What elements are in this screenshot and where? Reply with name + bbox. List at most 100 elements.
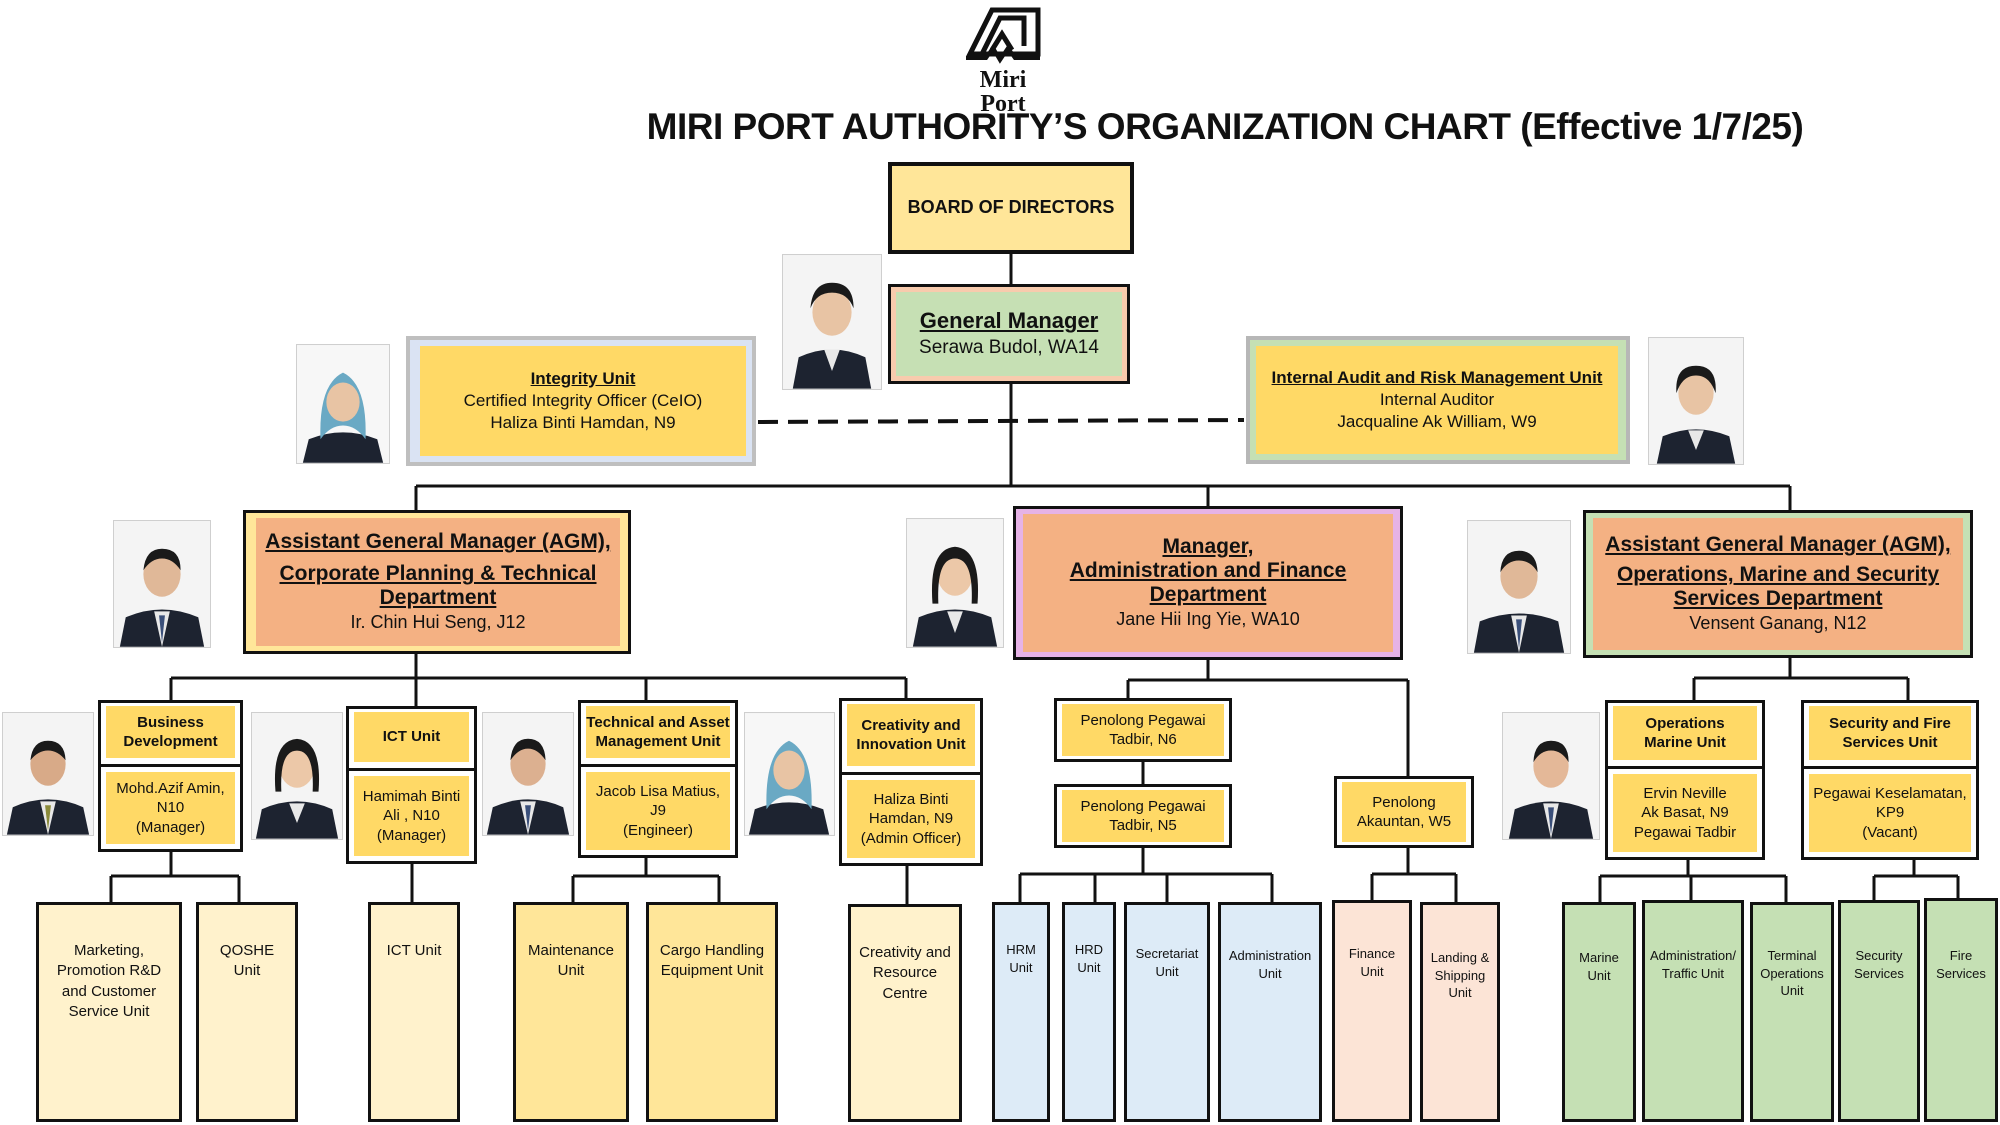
- leaf-label-line: Resource: [872, 964, 938, 982]
- integrity-unit-box: Integrity Unit Certified Integrity Offic…: [420, 346, 746, 456]
- leaf-label-line: Promotion R&D: [56, 962, 162, 980]
- unit-person-line: Penolong Pegawai: [1080, 797, 1206, 815]
- unit-divider: [1605, 766, 1765, 769]
- leaf-label-line: Marketing,: [73, 942, 144, 959]
- board-of-directors-box: BOARD OF DIRECTORS: [888, 162, 1134, 254]
- unit-person-line: Hamdan, N9: [868, 810, 954, 828]
- unit-person-line: N10: [156, 799, 185, 817]
- person-photo-icon: [907, 519, 1003, 647]
- leaf-cargo-handling-unit: Cargo Handling Equipment Unit: [646, 902, 778, 1122]
- leaf-label-line: ICT Unit: [386, 942, 442, 959]
- unit-title-line: Innovation Unit: [856, 736, 966, 753]
- unit-person-line: Ervin Neville: [1643, 784, 1727, 802]
- dept-line-3: Department: [379, 586, 497, 610]
- leaf-label: Security Services: [1854, 947, 1904, 982]
- leaf-label-line: Unit: [1155, 963, 1179, 979]
- unit-person-line: Tadbir, N5: [1109, 817, 1177, 834]
- unit-divider: [98, 764, 243, 767]
- unit-person-line: J9: [650, 802, 666, 820]
- leaf-creativity-resource-centre: Creativity and Resource Centre: [848, 904, 962, 1122]
- dept-head-name: Jane Hii Ing Yie, WA10: [1116, 608, 1300, 629]
- dept-head-name: Vensent Ganang, N12: [1689, 612, 1867, 633]
- person-photo-icon: [783, 255, 881, 389]
- leaf-label-line: Operations: [1760, 965, 1824, 981]
- leaf-label-line: Equipment Unit: [660, 962, 764, 980]
- leaf-security-services: Security Services: [1838, 900, 1920, 1122]
- integrity-unit-role: Certified Integrity Officer (CeIO): [463, 390, 703, 410]
- person-photo-icon: [745, 713, 834, 835]
- leaf-label-line: Unit: [1360, 963, 1384, 979]
- leaf-label-line: Services: [1936, 965, 1986, 981]
- unit-title-line: Security and Fire: [1829, 714, 1951, 732]
- unit-divider: [346, 768, 477, 771]
- leaf-ict-unit: ICT Unit: [368, 902, 460, 1122]
- leaf-fire-services: Fire Services: [1924, 898, 1998, 1122]
- penolong-akauntan-box: Penolong Akauntan, W5: [1342, 782, 1466, 842]
- integrity-unit-title: Integrity Unit: [530, 368, 636, 388]
- leaf-label: Landing & Shipping Unit: [1431, 949, 1490, 1002]
- leaf-landing-shipping-unit: Landing & Shipping Unit: [1420, 902, 1500, 1122]
- leaf-label-line: Marine: [1579, 950, 1619, 965]
- leaf-label: Terminal Operations Unit: [1760, 947, 1824, 1000]
- leaf-label: Creativity and Resource Centre: [859, 943, 951, 1004]
- leaf-label-line: Unit: [1448, 985, 1472, 1001]
- dept-line-3: Department: [1149, 583, 1267, 607]
- unit-person-line: Jacob Lisa Matius,: [595, 782, 721, 800]
- agm-corporate-planning-box: Assistant General Manager (AGM), Corpora…: [256, 518, 620, 646]
- leaf-label-line: Service Unit: [68, 1002, 150, 1020]
- unit-person-line: (Manager): [135, 818, 206, 836]
- unit-title-line: Creativity and: [861, 716, 961, 734]
- leaf-administration-unit: Administration Unit: [1218, 902, 1322, 1122]
- dept-head-name: Ir. Chin Hui Seng, J12: [350, 611, 526, 632]
- leaf-hrm-unit: HRM Unit: [992, 902, 1050, 1122]
- leaf-label: ICT Unit: [387, 941, 442, 961]
- unit-person-line: Penolong Pegawai: [1080, 711, 1206, 729]
- person-photo-icon: [1649, 338, 1743, 464]
- gm-title: General Manager: [919, 308, 1099, 334]
- leaf-label-line: HRD: [1074, 942, 1104, 957]
- leaf-label: Administration/ Traffic Unit: [1650, 947, 1736, 982]
- leaf-hrd-unit: HRD Unit: [1062, 902, 1116, 1122]
- leaf-label-line: Security: [1855, 948, 1903, 963]
- unit-title-line: Services Unit: [1842, 734, 1938, 751]
- miri-port-logo: Miri Port: [958, 4, 1048, 116]
- board-label: BOARD OF DIRECTORS: [907, 197, 1115, 218]
- person-photo-icon: [114, 521, 210, 647]
- dept-line-1: Assistant General Manager (AGM),: [265, 530, 611, 554]
- unit-person-line: Hamimah Binti: [362, 787, 461, 805]
- leaf-label-line: QOSHE: [219, 942, 275, 959]
- leaf-label-line: HRM: [1006, 942, 1036, 957]
- leaf-label: HRD Unit: [1075, 941, 1103, 976]
- person-photo-icon: [483, 713, 573, 835]
- unit-person-line: Mohd.Azif Amin,: [116, 779, 225, 797]
- unit-title-line: Operations: [1645, 714, 1725, 732]
- operations-marine-unit-person: Ervin Neville Ak Basat, N9 Pegawai Tadbi…: [1613, 774, 1757, 852]
- leaf-label-line: Unit: [233, 962, 261, 980]
- page-title: MIRI PORT AUTHORITY’S ORGANIZATION CHART…: [646, 106, 1804, 147]
- leaf-label: Marketing, Promotion R&D and Customer Se…: [57, 941, 161, 1022]
- penolong-pegawai-n5-box: Penolong Pegawai Tadbir, N5: [1062, 790, 1224, 842]
- unit-divider: [578, 764, 738, 767]
- leaf-label-line: Unit: [1780, 983, 1804, 999]
- leaf-admin-traffic-unit: Administration/ Traffic Unit: [1642, 900, 1744, 1122]
- internal-auditor-photo: [1648, 337, 1744, 465]
- business-development-title: Business Development: [106, 706, 235, 758]
- security-fire-unit-title: Security and Fire Services Unit: [1809, 706, 1971, 760]
- leaf-label: Administration Unit: [1229, 947, 1311, 982]
- leaf-maintenance-unit: Maintenance Unit: [513, 902, 629, 1122]
- leaf-label: Secretariat Unit: [1136, 945, 1199, 980]
- dept-line-1: Assistant General Manager (AGM),: [1605, 533, 1951, 557]
- unit-person-line: (Engineer): [622, 821, 694, 839]
- leaf-label-line: Administration/: [1650, 948, 1736, 963]
- technical-asset-photo: [482, 712, 574, 836]
- logo-text: Miri Port: [979, 67, 1027, 117]
- leaf-label-line: Shipping: [1434, 967, 1486, 983]
- manager-admin-finance-box: Manager, Administration and Finance Depa…: [1023, 514, 1393, 652]
- creativity-innovation-photo: [744, 712, 835, 836]
- leaf-label-line: Unit: [1258, 965, 1282, 981]
- ict-unit-photo: [251, 712, 343, 840]
- unit-title-line: Marine Unit: [1644, 734, 1726, 751]
- person-photo-icon: [1468, 521, 1570, 653]
